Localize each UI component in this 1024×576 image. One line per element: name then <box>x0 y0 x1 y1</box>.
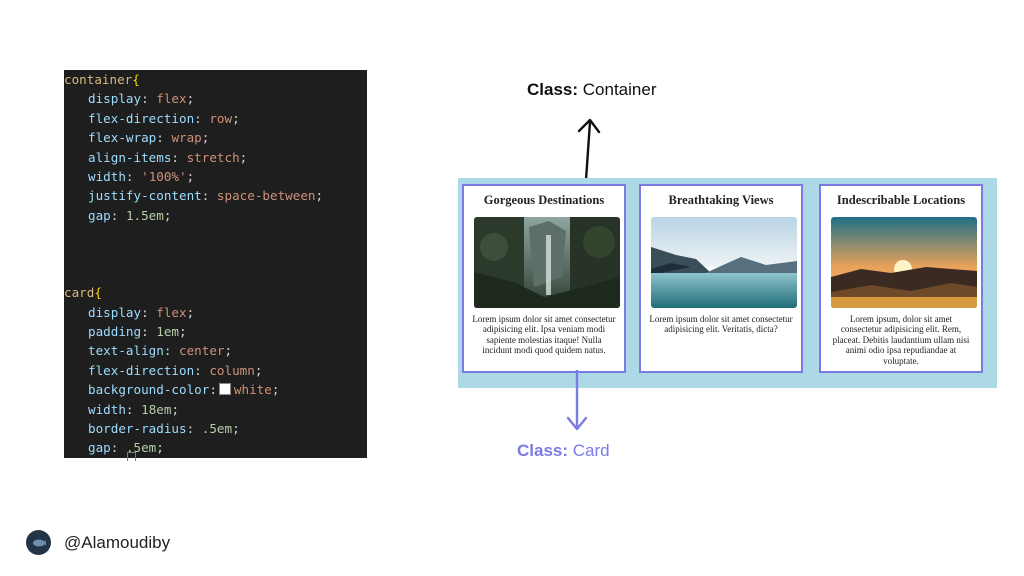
code-line-property: display: flex; <box>88 91 195 107</box>
css-property: justify-content <box>88 188 202 204</box>
code-line-property: gap: .5em; <box>88 440 164 456</box>
card-gorgeous-destinations: Gorgeous Destinations Lorem ipsum <box>462 184 626 373</box>
card-label-name: Card <box>572 441 610 460</box>
css-property: flex-direction <box>88 362 195 378</box>
css-value: wrap <box>171 130 202 146</box>
color-swatch-icon <box>218 383 231 396</box>
css-property: align-items <box>88 149 172 165</box>
container-label-prefix: Class: <box>527 80 579 99</box>
up-arrow-icon <box>577 118 601 181</box>
text-cursor-icon <box>127 452 136 461</box>
css-value: flex <box>156 91 187 107</box>
code-line-property: justify-content: space-between; <box>88 188 324 204</box>
flex-container-demo: Gorgeous Destinations Lorem ipsum <box>458 178 997 388</box>
card-title: Indescribable Locations <box>836 193 966 207</box>
code-line-blank <box>64 264 367 283</box>
code-line-property: display: flex; <box>88 304 195 320</box>
card-text: Lorem ipsum dolor sit amet consectetur a… <box>649 314 793 335</box>
avatar-icon <box>26 530 51 555</box>
css-value: white <box>233 382 272 398</box>
container-class-label: Class: Container <box>527 80 656 100</box>
css-property: width <box>88 401 126 417</box>
css-value: flex <box>156 304 187 320</box>
css-property: padding <box>88 324 142 340</box>
css-code-panel: container{ display: flex; flex-direction: … <box>64 70 367 458</box>
code-line-property: padding: 1em; <box>88 324 187 340</box>
css-value: .5em <box>201 421 233 437</box>
code-line-property: flex-direction: row; <box>88 110 240 126</box>
author-handle: @Alamoudiby <box>64 533 171 552</box>
css-value: 1.5em <box>125 207 164 223</box>
code-line-property: align-items: stretch; <box>88 149 248 165</box>
code-line-property: gap: 1.5em; <box>88 207 172 223</box>
container-label-name: Container <box>582 80 657 99</box>
css-property: flex-direction <box>88 110 195 126</box>
mountain-lake-image <box>651 217 797 308</box>
css-property: flex-wrap <box>88 130 157 146</box>
card-title: Breathtaking Views <box>668 193 774 207</box>
css-property: gap <box>88 207 111 223</box>
css-property: border-radius <box>88 421 187 437</box>
code-line-property: background-color:white; <box>88 382 280 398</box>
card-text: Lorem ipsum, dolor sit amet consectetur … <box>832 314 970 366</box>
code-line-blank <box>64 245 367 264</box>
card-label-prefix: Class: <box>517 441 569 460</box>
css-property: width <box>88 168 126 184</box>
css-property: display <box>88 91 142 107</box>
code-line-property: border-radius: .5em; <box>88 421 240 437</box>
sunset-hills-image <box>831 217 977 308</box>
card-title: Gorgeous Destinations <box>483 193 605 207</box>
down-arrow-icon <box>566 370 588 431</box>
css-selector: card <box>64 285 95 301</box>
css-property: gap <box>88 440 111 456</box>
css-value: space-between <box>216 188 316 204</box>
code-line-blank <box>64 225 367 244</box>
code-line-property: width: '100%'; <box>88 168 195 184</box>
css-property: background-color <box>88 382 210 398</box>
css-value: .5em <box>125 440 157 456</box>
css-selector: container <box>64 72 133 87</box>
code-line-property: width: 18em; <box>88 401 180 417</box>
code-line-property: flex-wrap: wrap; <box>88 130 210 146</box>
css-property: text-align <box>88 343 164 359</box>
code-line-selector: card{ <box>64 285 102 301</box>
card-text: Lorem ipsum dolor sit amet consectetur a… <box>472 314 616 356</box>
card-class-label: Class: Card <box>517 441 610 461</box>
css-value: 18em <box>141 401 172 417</box>
css-value: stretch <box>186 149 240 165</box>
forest-waterfall-image <box>474 217 620 308</box>
css-property: display <box>88 304 142 320</box>
card-indescribable-locations: Indescribable Locations Lorem ipsum, dol… <box>819 184 983 373</box>
code-line-property: text-align: center; <box>88 343 233 359</box>
code-line-selector: container{ <box>64 72 140 87</box>
code-line-property: flex-direction: column; <box>88 362 263 378</box>
card-breathtaking-views: Breathtaking Views <box>639 184 803 373</box>
css-value: row <box>209 110 233 126</box>
css-value: center <box>179 343 225 359</box>
css-value: '100%' <box>141 168 187 184</box>
css-value: 1em <box>156 324 180 340</box>
css-value: column <box>209 362 255 378</box>
